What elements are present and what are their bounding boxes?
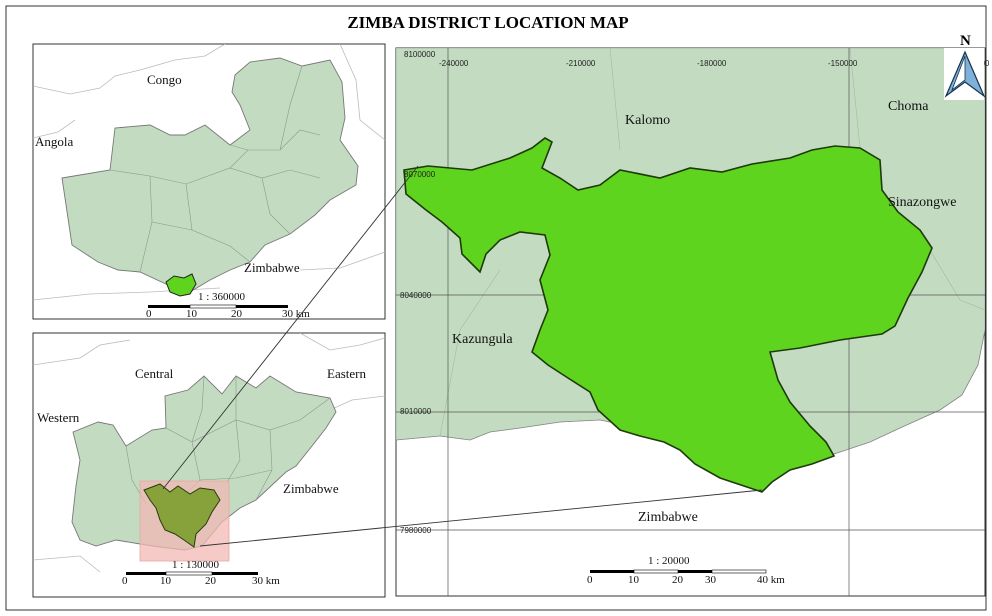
scale-tick-main-1: 10 <box>628 574 640 586</box>
scale-tick-a-2: 20 <box>231 308 243 320</box>
zoom-line-top <box>162 165 419 490</box>
scale-tick-a-3: 30 km <box>282 308 310 320</box>
zambia-zimba-district <box>165 273 197 297</box>
province-zimba-district <box>143 483 221 548</box>
label-sinazongwe: Sinazongwe <box>888 195 956 210</box>
scale-tick-b-1: 10 <box>160 575 172 587</box>
scale-tick-b-2: 20 <box>205 575 217 587</box>
label-eastern: Eastern <box>327 366 366 381</box>
scale-bar-b <box>126 571 258 576</box>
y-tick-0: 8100000 <box>404 50 436 59</box>
label-congo: Congo <box>147 72 182 87</box>
north-arrow-icon <box>944 48 986 100</box>
scale-tick-main-2: 20 <box>672 574 684 586</box>
scale-tick-main-0: 0 <box>587 574 593 586</box>
scale-tick-b-3: 30 km <box>252 575 280 587</box>
label-zimbabwe-main: Zimbabwe <box>638 510 698 525</box>
x-tick-2: -180000 <box>697 59 727 68</box>
label-kazungula: Kazungula <box>452 332 513 347</box>
province-shape <box>71 375 337 551</box>
scale-bar-a <box>148 304 288 309</box>
scale-tick-main-3: 30 <box>705 574 717 586</box>
zoom-line-bottom <box>199 489 763 547</box>
north-label: N <box>960 33 971 49</box>
label-western: Western <box>37 410 80 425</box>
y-tick-4: 7980000 <box>400 526 432 535</box>
y-tick-3: 8010000 <box>400 407 432 416</box>
main-map: -240000 -210000 -180000 -150000 -120000 … <box>162 33 990 597</box>
y-tick-1: 8070000 <box>404 170 436 179</box>
inset-province: Central Eastern Western Zimbabwe 1 : 130… <box>32 332 386 598</box>
scale-ratio-main: 1 : 20000 <box>648 555 690 567</box>
scale-ratio-a: 1 : 360000 <box>198 291 246 303</box>
scale-tick-a-0: 0 <box>146 308 152 320</box>
scale-ratio-b: 1 : 130000 <box>172 559 220 571</box>
label-zimbabwe-a: Zimbabwe <box>244 260 300 275</box>
label-central: Central <box>135 366 174 381</box>
x-tick-1: -210000 <box>566 59 596 68</box>
scale-tick-b-0: 0 <box>122 575 128 587</box>
x-tick-3: -150000 <box>828 59 858 68</box>
scale-tick-a-1: 10 <box>186 308 198 320</box>
label-angola: Angola <box>35 134 74 149</box>
main-zimba-district <box>403 137 933 493</box>
label-zimbabwe-b: Zimbabwe <box>283 481 339 496</box>
x-tick-0: -240000 <box>439 59 469 68</box>
y-tick-2: 8040000 <box>400 291 432 300</box>
scale-tick-main-4: 40 km <box>757 574 785 586</box>
scale-bar-main <box>590 569 767 574</box>
label-choma: Choma <box>888 99 929 114</box>
label-kalomo: Kalomo <box>625 113 670 128</box>
map-title: ZIMBA DISTRICT LOCATION MAP <box>347 13 628 32</box>
inset-zambia: Congo Angola Zimbabwe 1 : 360000 0 10 20… <box>32 43 386 320</box>
